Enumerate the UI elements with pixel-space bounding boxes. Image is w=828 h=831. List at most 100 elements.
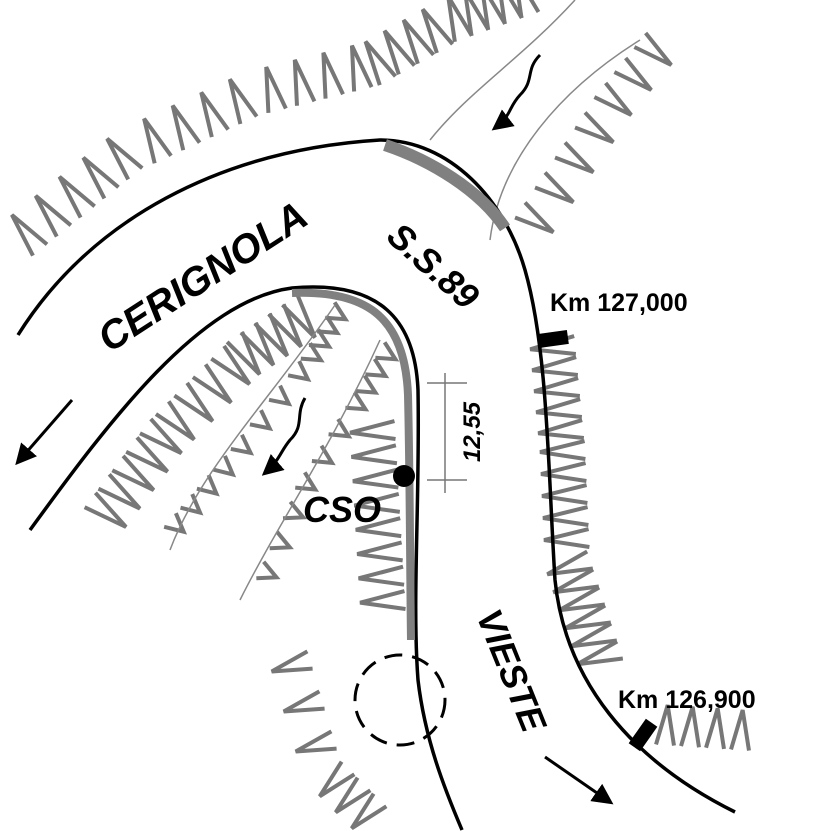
label-distance: 12,55 [459,401,486,462]
slope-hatch-mark [282,689,325,714]
slope-hatch-mark [196,474,220,497]
highlight-segment-inner [291,288,415,641]
slope-hatch-mark [311,444,336,466]
slope-hatch-mark [359,589,406,611]
slope-hatch-mark [543,527,590,549]
slope-hatch-mark [355,516,402,539]
slope-hatch-mark [180,493,204,516]
slope-hatch-mark [10,213,49,257]
slope-hatch-mark [401,18,436,65]
slope-hatch-mark [729,709,751,751]
slope-hatch-mark [170,104,202,151]
stream-line [429,0,576,141]
slope-hatch-mark [317,314,342,336]
slope-hatch-mark [249,409,274,432]
label-vieste: VIESTE [469,603,555,738]
slope-hatch-mark [270,649,313,674]
label-km-126900: Km 126,900 [618,686,756,714]
cso-site-dot [393,465,415,487]
slope-hatch-mark [353,491,401,514]
slope-hatch-mark [537,418,585,440]
label-cso: CSO [303,489,381,530]
stream-line [169,304,336,551]
slope-hatch-mark [295,471,320,492]
slope-hatch-mark [139,417,183,455]
distance-dimension [427,373,467,493]
slope-hatch-mark [533,376,581,398]
slope-hatch-mark [334,776,372,814]
slope-hatch-mark [57,175,96,219]
slope-hatching [10,0,751,830]
slope-hatch-mark [540,461,587,483]
highlight-segment-upper [383,139,511,232]
slope-hatch-mark [212,455,237,478]
slope-hatch-mark [199,91,230,138]
slope-hatch-mark [593,81,633,117]
slope-hatch-mark [33,194,73,238]
slope-hatch-mark [142,117,173,164]
slope-hatch-mark [350,443,398,466]
flow-arrow-stream-lower [261,397,307,476]
slope-hatch-mark [300,342,325,363]
slope-hatch-mark [654,704,676,746]
slope-hatch-mark [308,328,333,349]
slope-hatch-mark [83,491,128,529]
slope-hatch-mark [542,505,589,527]
slope-hatch-mark [325,301,350,322]
slope-hatch-mark [516,0,541,19]
slope-hatch-mark [227,78,259,125]
dashed-roundabout [353,653,447,747]
slope-hatch-mark [554,141,595,175]
slope-hatch-mark [287,360,312,382]
slope-hatch-mark [363,40,397,86]
slope-hatch-mark [163,512,188,535]
slope-hatch-mark [81,156,120,200]
slope-hatch-mark [292,59,317,106]
slope-hatch-mark [97,473,142,511]
slope-hatch-mark [514,201,555,235]
slope-hatch-mark [282,500,308,521]
slope-hatch-mark [225,331,262,376]
slope-hatch-mark [499,0,524,25]
slope-hatch-mark [446,0,474,43]
label-road-ss89: S.S.89 [379,214,487,317]
slope-hatch-mark [154,400,196,442]
slope-hatch-mark [365,357,390,379]
slope-hatch-mark [382,29,417,76]
slope-hatch-mark [355,374,380,395]
slope-hatch-mark [349,44,374,92]
slope-hatch-mark [535,397,583,419]
slope-hatch-mark [230,433,255,456]
slope-hatch-mark [356,540,403,563]
slope-hatch-mark [328,417,353,439]
slope-hatch-mark [613,56,653,92]
slope-hatch-mark [321,51,345,99]
slope-hatch-mark [464,0,491,37]
slope-hatch-mark [268,384,293,407]
slope-hatch-mark [541,483,588,505]
slope-hatch-mark [539,439,586,461]
road-edge-inner [28,285,464,831]
slope-hatch-mark [534,171,575,205]
slope-hatch-mark [358,564,405,587]
slope-hatch-mark [679,706,701,748]
slope-hatch-mark [191,363,233,405]
slope-hatch-mark [633,31,673,67]
slope-hatch-mark [281,294,317,339]
slope-hatch-mark [173,381,215,423]
direction-arrow-vieste [544,755,614,805]
slope-hatch-mark [239,321,276,367]
slope-hatch-mark [210,344,252,386]
slope-hatch-mark [267,303,303,349]
slope-hatch-mark [125,436,170,474]
km-marker-126900 [628,718,658,752]
flow-arrow-stream-upper [491,53,542,131]
slope-hatch-mark [111,454,156,492]
label-cerignola: CERIGNOLA [90,193,315,361]
slope-hatch-mark [253,312,290,358]
slope-hatch-mark [256,560,281,581]
stream-line [489,39,641,241]
slope-hatch-mark [531,355,579,377]
km-marker-127000 [537,329,569,349]
